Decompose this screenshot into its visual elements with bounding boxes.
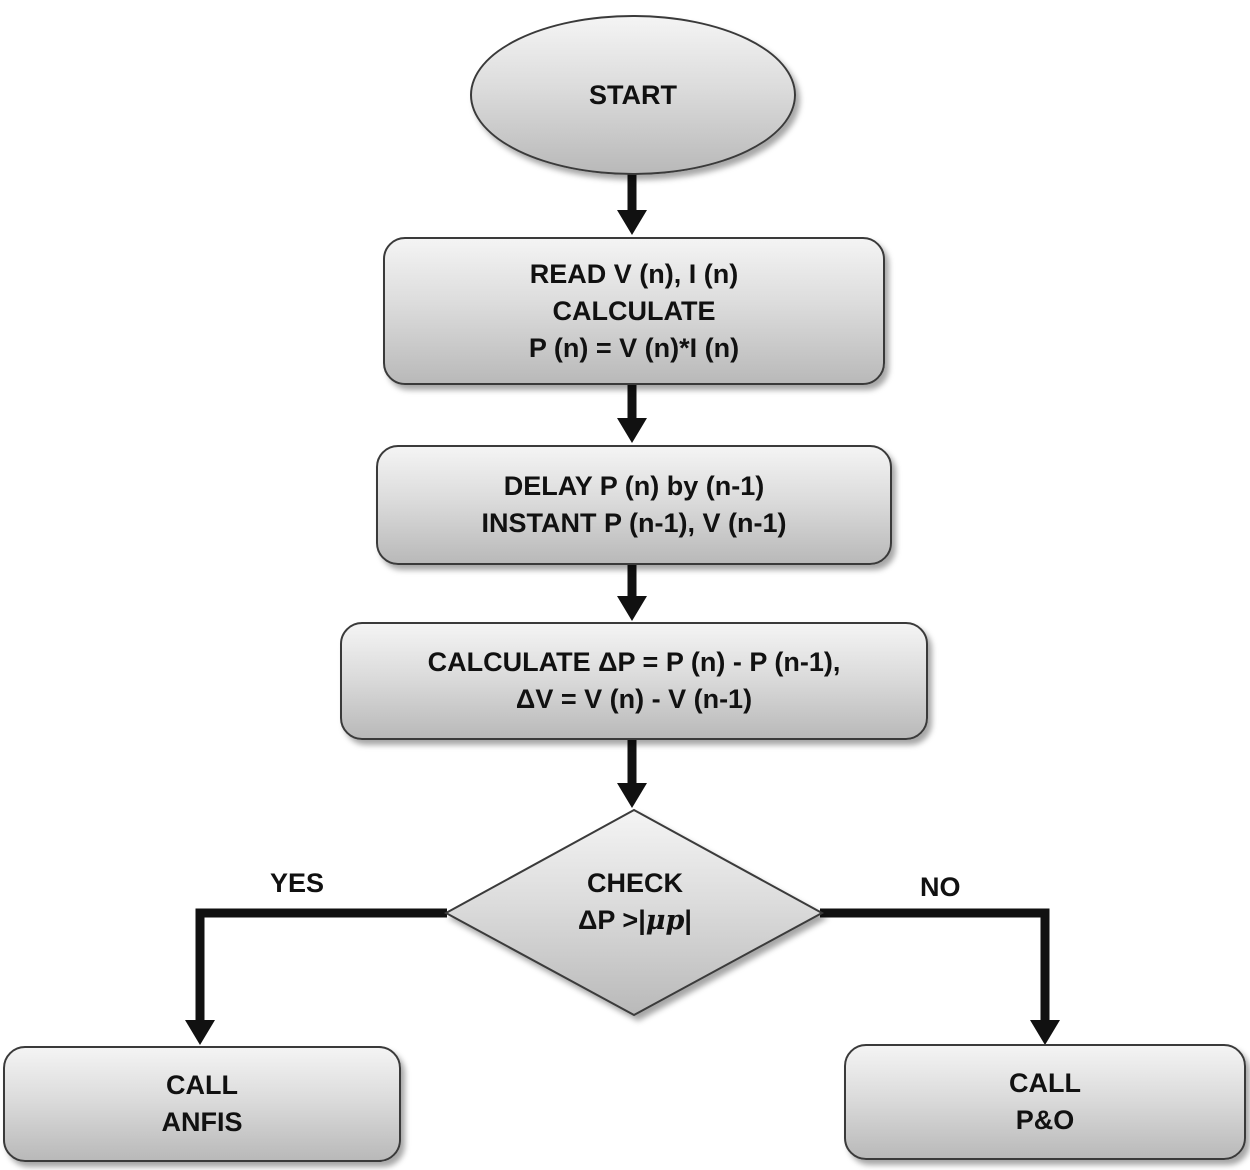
calc-line-1: CALCULATE ΔP = P (n) - P (n-1), xyxy=(427,647,841,677)
delay-box: DELAY P (n) by (n-1) INSTANT P (n-1), V … xyxy=(376,445,892,565)
read-line-3: P (n) = V (n)*I (n) xyxy=(528,332,740,363)
decision-diamond xyxy=(443,808,825,1017)
call-po-box: CALL P&O xyxy=(844,1044,1246,1160)
read-line-1: READ V (n), I (n) xyxy=(529,258,739,289)
decision-line-2: ΔP >|μp| xyxy=(470,902,800,939)
yes-branch-line xyxy=(195,908,447,1022)
no-branch-line xyxy=(820,908,1050,1022)
po-line-2: P&O xyxy=(1015,1105,1075,1135)
arrowhead-delay xyxy=(617,418,647,443)
decision-mu-p-symbol: μp xyxy=(645,905,685,936)
decision-line-1: CHECK xyxy=(586,868,683,898)
arrowhead-check xyxy=(617,783,647,808)
call-anfis-box: CALL ANFIS xyxy=(3,1046,401,1162)
anfis-line-2: ANFIS xyxy=(161,1107,243,1137)
delay-line-2: INSTANT P (n-1), V (n-1) xyxy=(481,508,787,538)
arrowhead-anfis xyxy=(185,1020,215,1045)
delay-line-1: DELAY P (n) by (n-1) xyxy=(503,471,765,501)
anfis-line-1: CALL xyxy=(166,1070,238,1100)
arrowhead-po xyxy=(1030,1020,1060,1045)
arrowhead-read xyxy=(617,210,647,235)
calculate-delta-box: CALCULATE ΔP = P (n) - P (n-1), ΔV = V (… xyxy=(340,622,928,740)
read-line-2: CALCULATE xyxy=(552,295,716,326)
decision-text: CHECK ΔP >|μp| xyxy=(470,865,800,939)
start-terminal: START xyxy=(470,15,796,175)
yes-label: YES xyxy=(270,868,325,898)
no-label: NO xyxy=(920,872,961,902)
decision-condition-suffix: | xyxy=(684,905,692,935)
read-calculate-box: READ V (n), I (n) CALCULATE P (n) = V (n… xyxy=(383,237,885,385)
calc-line-2: ΔV = V (n) - V (n-1) xyxy=(515,684,753,714)
decision-condition-prefix: ΔP >| xyxy=(578,905,646,935)
start-label: START xyxy=(589,79,677,110)
arrowhead-calc xyxy=(617,596,647,621)
po-line-1: CALL xyxy=(1009,1068,1081,1098)
